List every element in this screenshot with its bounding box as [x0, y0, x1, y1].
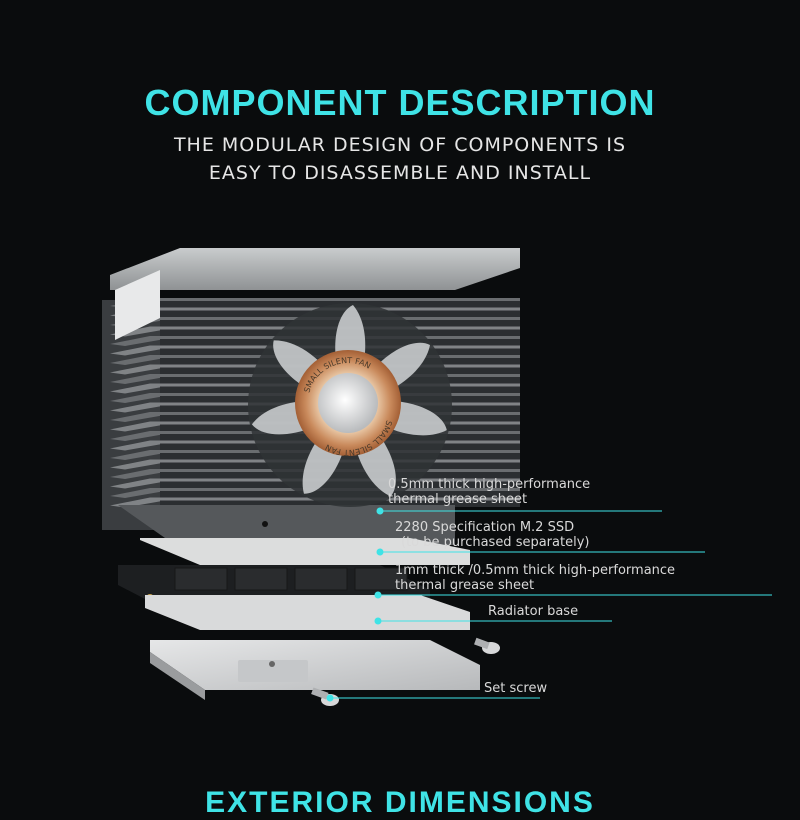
thermal-pad-bottom [145, 595, 470, 630]
callout-thermal-pad-bottom-line2: thermal grease sheet [395, 578, 535, 593]
heatsink-fin [110, 317, 520, 327]
subtitle-line-1: THE MODULAR DESIGN OF COMPONENTS IS [173, 134, 627, 156]
callout-thermal-pad-top-line1: 0.5mm thick high-performance [388, 477, 591, 492]
heatsink-top-edge [115, 270, 160, 340]
callout-thermal-pad-bottom-line1: 1mm thick /0.5mm thick high-performance [395, 563, 676, 578]
ssd-chip [234, 567, 288, 591]
ssd-chip [354, 567, 408, 591]
callout-set-screw: Set screw [484, 681, 547, 696]
heatsink-top-cap [110, 248, 520, 290]
callout-thermal-pad-top-line2: thermal grease sheet [388, 492, 528, 507]
subtitle-line-2: EASY TO DISASSEMBLE AND INSTALL [208, 162, 592, 184]
callout-radiator-base: Radiator base [488, 604, 578, 619]
callout-thermal-pad-top: 0.5mm thick high-performance thermal gre… [388, 477, 590, 507]
callout-thermal-pad-bottom: 1mm thick /0.5mm thick high-performance … [395, 563, 675, 593]
heatsink-fin [110, 497, 520, 508]
next-section-title: EXTERIOR DIMENSIONS [205, 786, 595, 819]
screw-left [311, 687, 339, 706]
ssd-chip [174, 567, 228, 591]
heatsink-fin [110, 298, 520, 308]
callout-ssd: 2280 Specification M.2 SSD (to be purcha… [395, 520, 589, 550]
heatsink-fin [110, 307, 520, 318]
callout-lines [326, 507, 772, 702]
callout-radiator-base-line1: Radiator base [488, 604, 579, 619]
screw-right [474, 637, 500, 654]
fan-hub [318, 373, 378, 433]
page-title: COMPONENT DESCRIPTION [144, 82, 656, 123]
callout-ssd-line2: (to be purchased separately) [401, 535, 590, 550]
ssd-chip [294, 567, 348, 591]
fan: SMALL SILENT FAN SMALL SILENT FAN [248, 303, 452, 507]
heatsink-bottom [118, 505, 455, 545]
callout-set-screw-line1: Set screw [484, 681, 548, 696]
radiator-base [150, 640, 480, 700]
heatsink-screw-hole [262, 521, 268, 527]
thermal-pad-top [140, 538, 470, 565]
heatsink-fin [110, 488, 520, 498]
callout-ssd-line1: 2280 Specification M.2 SSD [395, 520, 575, 535]
exploded-view-illustration: SMALL SILENT FAN SMALL SILENT FAN [102, 248, 772, 706]
